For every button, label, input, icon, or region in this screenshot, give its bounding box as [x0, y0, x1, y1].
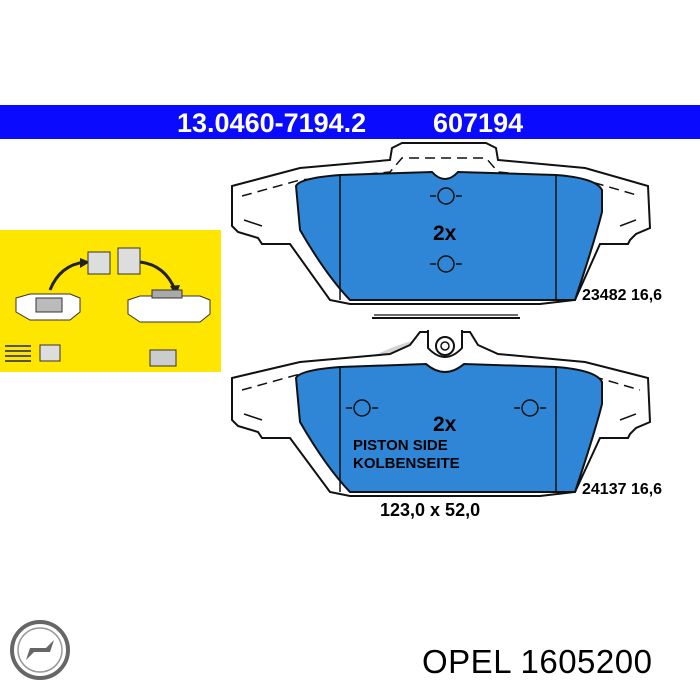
lower-pad: [231, 330, 652, 497]
lower-pad-quantity: 2x: [433, 413, 457, 436]
upper-pad-quantity: 2x: [433, 222, 457, 245]
upper-pad-spec: 23482 16,6: [582, 287, 663, 304]
pad-dimensions: 123,0 x 52,0: [380, 500, 481, 520]
kolbenseite-label: KOLBENSEITE: [353, 455, 460, 472]
part-number: 13.0460-7194.2: [177, 108, 367, 138]
lower-pad-spec: 24137 16,6: [582, 481, 663, 498]
header-bar: [0, 105, 700, 139]
reference-number: 607194: [433, 108, 524, 138]
installation-instructions-icon: [0, 230, 221, 372]
opel-logo-icon: [10, 620, 70, 680]
piston-side-label: PISTON SIDE: [353, 437, 448, 454]
upper-pad: [231, 142, 652, 305]
brand-part-label: OPEL 1605200: [422, 643, 653, 680]
